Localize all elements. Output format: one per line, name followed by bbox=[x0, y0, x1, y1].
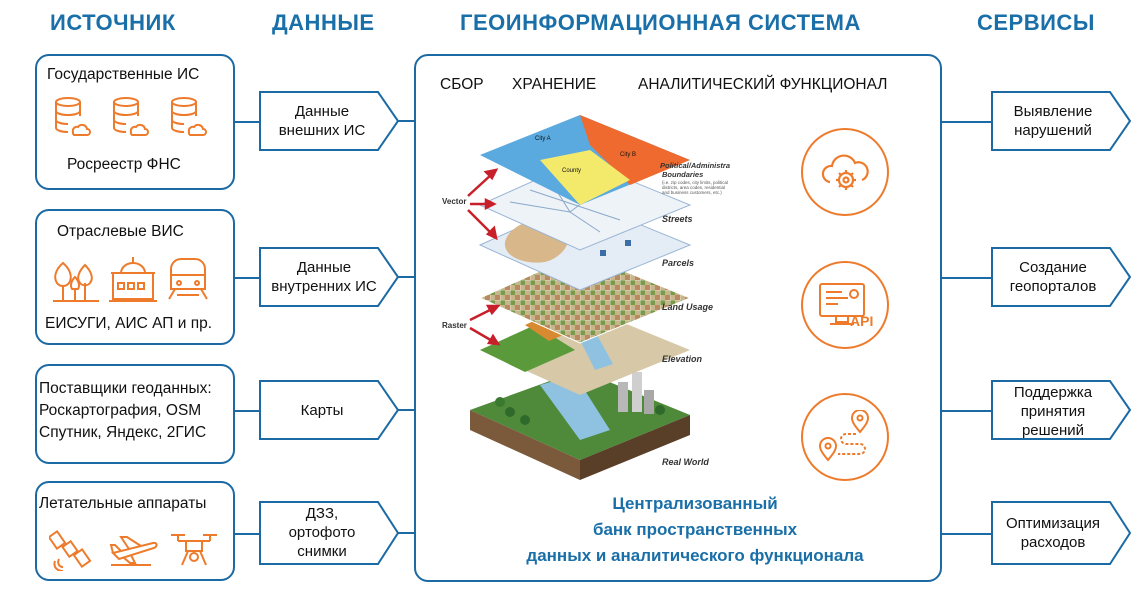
header-source: ИСТОЧНИК bbox=[50, 10, 176, 35]
header-services: СЕРВИСЫ bbox=[977, 10, 1095, 35]
gis-layers-illustration: Real World Elevation Land Usage Parcels … bbox=[442, 115, 730, 480]
map-label-county: County bbox=[562, 168, 581, 174]
source-title: Поставщики геоданных: bbox=[39, 380, 212, 397]
data-arrow-remote-sensing bbox=[259, 501, 416, 565]
header-gis: ГЕОИНФОРМАЦИОННАЯ СИСТЕМА bbox=[460, 10, 861, 35]
gis-col-store: ХРАНЕНИЕ bbox=[512, 76, 597, 93]
layer-label-streets: Streets bbox=[662, 214, 693, 224]
service-arrow-decisions bbox=[991, 380, 1132, 440]
trees-icon bbox=[53, 261, 99, 302]
layer-note-3: and business customers, etc.) bbox=[662, 190, 722, 195]
connector-line bbox=[942, 533, 992, 535]
building-icon bbox=[109, 257, 157, 302]
connector-line bbox=[942, 121, 992, 123]
service-arrow-costs bbox=[991, 501, 1132, 565]
source-line2: Роскартография, OSM bbox=[39, 402, 202, 419]
connector-line bbox=[235, 410, 259, 412]
airplane-icon bbox=[109, 536, 158, 566]
layer-label-land-usage: Land Usage bbox=[662, 302, 713, 312]
database-cloud-icon bbox=[55, 97, 91, 136]
source-title: Отраслевые ВИС bbox=[57, 223, 184, 240]
connector-line bbox=[942, 410, 992, 412]
connector-line bbox=[942, 277, 992, 279]
database-cloud-icon bbox=[171, 97, 207, 136]
data-arrow-external bbox=[259, 91, 416, 151]
vector-label: Vector bbox=[442, 197, 466, 206]
source-box-aircraft: Летательные аппараты bbox=[35, 481, 235, 581]
connector-line bbox=[235, 533, 259, 535]
route-pins-icon bbox=[818, 410, 870, 462]
service-arrow-violations bbox=[991, 91, 1132, 151]
database-cloud-icon bbox=[113, 97, 149, 136]
analytics-circle-route bbox=[801, 393, 889, 481]
layer-label-parcels: Parcels bbox=[662, 258, 694, 268]
layer-label-boundaries-2: Boundaries bbox=[662, 170, 703, 179]
layer-note-2: districts, area codes, residential bbox=[662, 185, 725, 190]
layer-label-real-world: Real World bbox=[662, 457, 709, 467]
api-text: API bbox=[850, 313, 873, 329]
layer-label-boundaries: Political/Administrative bbox=[660, 161, 730, 170]
source-box-government: Государственные ИС Росреестр ФНС bbox=[35, 54, 235, 190]
map-label-city-a: City A bbox=[535, 136, 551, 142]
drone-icon bbox=[171, 534, 217, 566]
analytics-circle-cloud bbox=[801, 128, 889, 216]
satellite-icon bbox=[49, 530, 92, 571]
connector-line bbox=[235, 121, 259, 123]
source-caption: ЕИСУГИ, АИС АП и пр. bbox=[45, 315, 213, 332]
layer-label-elevation: Elevation bbox=[662, 354, 703, 364]
data-label-maps: Карты bbox=[300, 402, 344, 419]
connector-line bbox=[235, 277, 259, 279]
source-box-industry: Отраслевые ВИС ЕИСУГИ, АИС АП и пр. bbox=[35, 209, 235, 345]
cloud-gear-icon bbox=[821, 154, 869, 190]
data-arrow-internal bbox=[259, 247, 416, 307]
source-line3: Спутник, Яндекс, 2ГИС bbox=[39, 424, 207, 441]
source-title: Летательные аппараты bbox=[39, 495, 207, 512]
api-monitor-icon: API bbox=[819, 283, 873, 329]
analytics-circle-api bbox=[801, 261, 889, 349]
train-icon bbox=[168, 258, 208, 300]
map-label-city-b: City B bbox=[620, 152, 636, 158]
service-arrow-geoportals bbox=[991, 247, 1132, 307]
gis-col-collect: СБОР bbox=[440, 76, 484, 93]
data-arrow-maps bbox=[259, 380, 416, 440]
raster-label: Raster bbox=[442, 321, 467, 330]
header-data: ДАННЫЕ bbox=[272, 10, 375, 35]
source-title: Государственные ИС bbox=[47, 66, 200, 83]
gis-col-analytics: АНАЛИТИЧЕСКИЙ ФУНКЦИОНАЛ bbox=[638, 76, 888, 93]
source-box-geodata: Поставщики геоданных: Роскартография, OS… bbox=[35, 364, 235, 464]
source-caption: Росреестр ФНС bbox=[67, 156, 181, 173]
gis-central-caption: Централизованный банк пространственных д… bbox=[526, 494, 864, 565]
layer-note-1: (i.e. zip codes, city limits, political bbox=[662, 180, 728, 185]
